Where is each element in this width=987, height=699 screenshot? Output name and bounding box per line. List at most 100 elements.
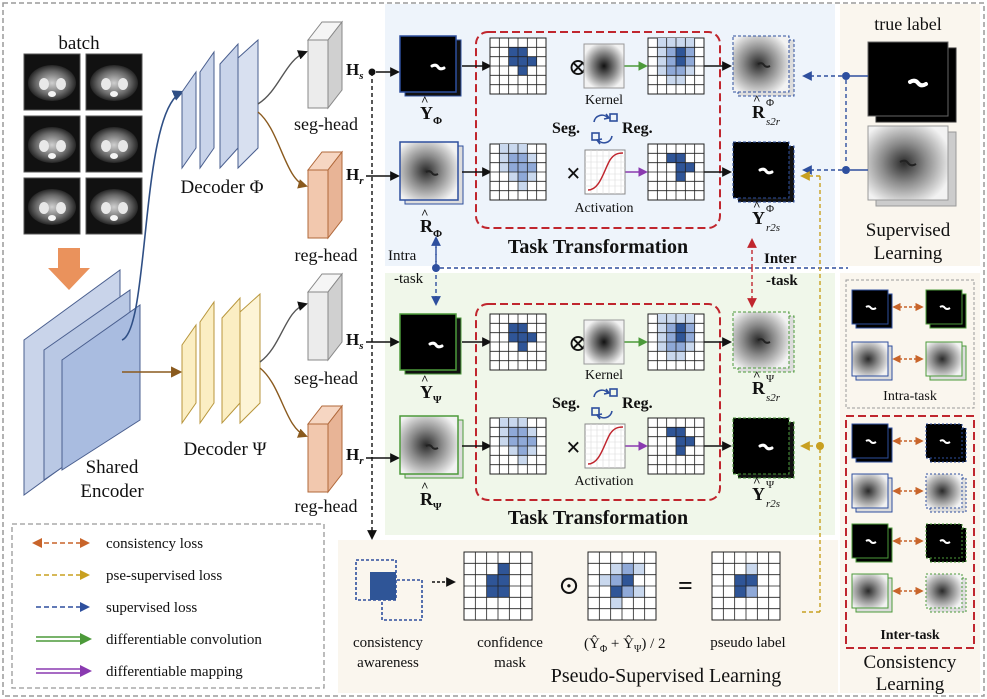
activation-top [584, 149, 626, 195]
svg-text:Hs: Hs [346, 60, 364, 82]
pseudo-label-grid [711, 551, 781, 621]
phi-to-seg-head-arrow [257, 50, 308, 105]
odot-symbol: ⊙ [558, 571, 580, 600]
svg-text:RΦ: RΦ [420, 216, 442, 240]
decoder-phi-label: Decoder Φ [181, 177, 264, 198]
inter-task-panel-label: Inter-task [880, 628, 940, 643]
reg-label-bottom: Reg. [622, 395, 653, 412]
supervised-learning-label-1: Supervised [866, 220, 951, 241]
ct-slice-6 [85, 177, 143, 235]
inter-task-thumbnails [851, 423, 967, 613]
consistency-awareness-label-2: awareness [357, 655, 419, 671]
orange-down-arrow-icon [48, 248, 90, 290]
y-r2s-phi-image [732, 141, 795, 203]
svg-text:Φ: Φ [766, 203, 774, 215]
map-result-grid-psi [647, 417, 705, 475]
svg-text:^: ^ [753, 198, 761, 213]
decoder-psi-label: Decoder Ψ [183, 439, 266, 460]
seg-head-psi [306, 272, 344, 362]
svg-text:^: ^ [753, 474, 761, 489]
equals-symbol: = [678, 571, 693, 600]
psi-to-seg-head-arrow [259, 301, 308, 363]
supervised-dot-bottom [842, 166, 850, 174]
svg-text:RΨ: RΨ [420, 489, 442, 513]
legend-text-5: differentiable mapping [106, 664, 243, 680]
times-bottom: × [566, 433, 581, 462]
y-psi-label: YΨ^ [420, 372, 442, 406]
batch-images [23, 53, 143, 235]
svg-text:^: ^ [421, 206, 429, 221]
grid-group [463, 37, 781, 621]
true-label-text: true label [874, 14, 941, 34]
confidence-mask-label-2: mask [494, 655, 526, 671]
reg-head-phi [306, 150, 344, 240]
activation-bottom [584, 423, 626, 469]
consistency-awareness-label-1: consistency [353, 635, 423, 651]
psi-to-reg-head-arrow [259, 367, 308, 438]
decoder-phi [181, 38, 259, 170]
svg-text:R: R [752, 378, 766, 398]
r-s2r-phi-image [732, 35, 795, 97]
legend-box [11, 523, 325, 689]
task-transformation-title-bottom: Task Transformation [508, 507, 688, 529]
reg-head-psi-label: reg-head [295, 496, 358, 516]
y-phi-image [399, 35, 462, 97]
reg-grid-psi [489, 417, 547, 475]
average-formula: (ŶΦ + ŶΨ) / 2 [584, 635, 666, 655]
conv-result-grid-phi [647, 37, 705, 95]
r-phi-image [399, 141, 464, 205]
kernel-top-label: Kernel [585, 93, 623, 108]
svg-text:^: ^ [421, 372, 429, 387]
svg-text:(ŶΦ + ŶΨ) / 2: (ŶΦ + ŶΨ) / 2 [584, 635, 666, 655]
kernel-bottom [583, 319, 625, 365]
seg-label-bottom: Seg. [552, 395, 580, 412]
otimes-top: ⊗ [568, 55, 588, 81]
h-split-dot [368, 68, 376, 76]
confidence-mask-label-1: confidence [477, 635, 543, 651]
intra-task-dot [432, 264, 440, 272]
batch-label: batch [58, 33, 100, 54]
true-label-seg-image [867, 41, 957, 123]
times-top: × [566, 159, 581, 188]
svg-text:r2s: r2s [766, 222, 780, 234]
swap-icon-top [591, 113, 618, 145]
inter-task-label-2: -task [766, 273, 798, 289]
inter-task-label-1: Inter [764, 251, 797, 267]
kernel-bottom-label: Kernel [585, 368, 623, 383]
hr-psi-label: Hr [346, 445, 364, 467]
hs-phi-label: Hs [346, 60, 364, 82]
activation-top-label: Activation [574, 201, 633, 216]
y-r2s-psi-image [732, 417, 795, 479]
confidence-mask-grid [463, 551, 533, 621]
ct-slice-4 [85, 115, 143, 173]
shared-encoder-label-1: Shared [86, 457, 139, 478]
supervised-learning-label-2: Learning [874, 243, 943, 264]
swap-icon-bottom [591, 388, 618, 420]
y-psi-image [399, 313, 462, 375]
task-transformation-title-top: Task Transformation [508, 236, 688, 258]
svg-text:^: ^ [753, 368, 761, 383]
shared-encoder-label-2: Encoder [80, 481, 144, 502]
legend-item-5: differentiable mapping [36, 664, 243, 680]
svg-text:Y: Y [752, 484, 765, 504]
pseudo-label-text: pseudo label [710, 635, 785, 651]
shared-encoder [23, 269, 141, 496]
svg-text:Ψ: Ψ [766, 479, 775, 491]
seg-grid-phi [489, 37, 547, 95]
ct-slice-2 [85, 53, 143, 111]
kernel-top [583, 43, 625, 89]
svg-text:s2r: s2r [766, 116, 781, 128]
intra-task-thumbnails [851, 289, 967, 381]
consistency-learning-label-1: Consistency [864, 652, 957, 673]
legend-text-4: differentiable convolution [106, 632, 262, 648]
task-transformation-box-top [475, 31, 721, 229]
consistency-awareness-icon [355, 559, 423, 621]
reg-head-psi [306, 404, 344, 494]
true-label-reg-image [867, 125, 957, 207]
svg-text:Hr: Hr [346, 445, 364, 467]
